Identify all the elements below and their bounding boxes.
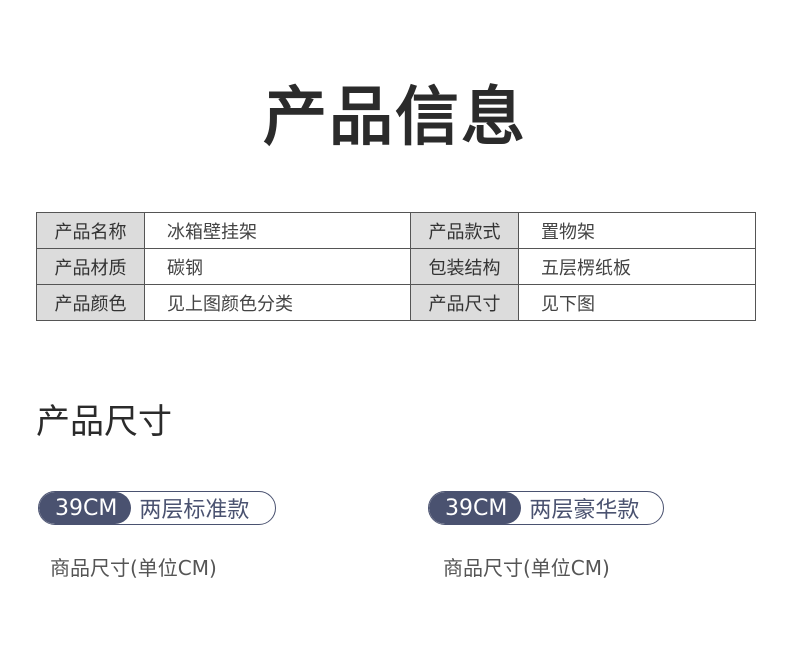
info-value: 冰箱壁挂架: [144, 212, 411, 249]
info-value: 置物架: [518, 212, 756, 249]
info-key: 包装结构: [410, 248, 519, 285]
info-value: 五层楞纸板: [518, 248, 756, 285]
page-title: 产品信息: [263, 81, 527, 155]
info-value: 见上图颜色分类: [144, 284, 411, 321]
info-key: 产品款式: [410, 212, 519, 249]
info-key: 产品名称: [36, 212, 145, 249]
info-value: 碳钢: [144, 248, 411, 285]
variant-size: 39CM: [39, 492, 132, 524]
variant-size: 39CM: [429, 492, 522, 524]
table-row: 产品名称 冰箱壁挂架 产品款式 置物架: [36, 212, 756, 249]
product-info-table: 产品名称 冰箱壁挂架 产品款式 置物架 产品材质 碳钢 包装结构 五层楞纸板 产…: [36, 212, 756, 321]
variant-name: 两层豪华款: [529, 498, 640, 523]
variant-caption: 商品尺寸(单位CM): [50, 556, 217, 580]
info-key: 产品材质: [36, 248, 145, 285]
info-value: 见下图: [518, 284, 756, 321]
variant-tag-standard: 39CM 两层标准款: [38, 491, 276, 525]
variant-caption: 商品尺寸(单位CM): [443, 556, 610, 580]
variant-name: 两层标准款: [139, 498, 250, 523]
size-section-title: 产品尺寸: [36, 402, 172, 442]
variant-tag-deluxe: 39CM 两层豪华款: [428, 491, 664, 525]
info-key: 产品尺寸: [410, 284, 519, 321]
table-row: 产品材质 碳钢 包装结构 五层楞纸板: [36, 248, 756, 285]
table-row: 产品颜色 见上图颜色分类 产品尺寸 见下图: [36, 284, 756, 321]
info-key: 产品颜色: [36, 284, 145, 321]
